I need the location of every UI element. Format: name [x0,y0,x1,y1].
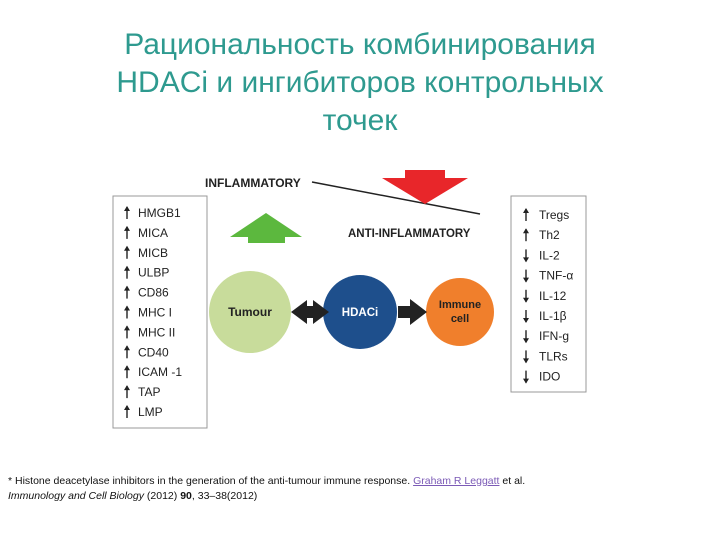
left-marker-item: MICB [138,246,168,260]
hdaci-circle [323,275,397,349]
left-marker-item: MICA [138,226,168,240]
down-arrow-icon [523,289,529,303]
left-marker-item: LMP [138,405,163,419]
immune-label-line2: cell [451,313,469,325]
down-arrow-icon [523,269,529,283]
green-up-arrow [230,213,302,243]
left-marker-item: HMGB1 [138,206,181,220]
right-marker-item: IL-1β [539,309,567,323]
up-arrow-icon [124,225,130,239]
right-marker-item: IFN-g [539,329,569,343]
double-arrow [291,300,329,324]
up-arrow-icon [124,345,130,359]
right-marker-item: Th2 [539,228,560,242]
page-title: Рациональность комбинирования HDACi и ин… [60,26,660,140]
footnote: * Histone deacetylase inhibitors in the … [8,474,708,504]
tumour-label: Tumour [228,305,272,319]
right-marker-item: IL-12 [539,289,567,303]
down-arrow-icon [523,249,529,263]
right-marker-item: TNF-α [539,269,573,283]
title-line-1: Рациональность комбинирования [124,28,596,61]
right-marker-box [510,195,587,393]
up-arrow-icon [124,385,130,399]
immune-label-line1: Immune [439,299,481,311]
immune-cell-circle [426,278,494,346]
tumour-circle [209,271,291,353]
up-arrow-icon [124,305,130,319]
balance-line [311,181,481,215]
left-marker-item: ULBP [138,266,169,280]
down-arrow-icon [523,310,529,323]
journal-name: Immunology and Cell Biology [8,490,144,502]
right-arrow [398,299,427,325]
left-marker-item: CD40 [138,345,169,359]
title-line-2: HDACi и ингибиторов контрольных [116,66,604,99]
left-marker-item: TAP [138,385,160,399]
up-arrow-icon [124,405,130,418]
journal-pages: , 33–38(2012) [191,490,258,502]
up-arrow-icon [124,285,130,299]
up-arrow-icon [523,228,529,242]
author-link[interactable]: Graham R Leggatt [413,475,500,487]
right-marker-item: IDO [539,370,560,384]
down-arrow-icon [523,350,529,364]
up-arrow-icon [124,365,130,379]
left-marker-item: MHC I [138,306,172,320]
up-arrow-icon [124,325,130,339]
up-arrow-icon [124,245,130,259]
hdaci-label: HDACi [342,307,378,319]
up-arrow-icon [124,206,130,219]
journal-volume: 90 [180,490,192,502]
right-marker-item: Tregs [539,208,569,222]
journal-year: (2012) [146,490,178,502]
up-arrow-icon [124,265,130,279]
inflammatory-label: INFLAMMATORY [205,176,301,190]
footnote-et-al: et al. [502,475,526,487]
anti-inflammatory-label: ANTI-INFLAMMATORY [348,228,471,240]
left-marker-box [112,195,208,429]
left-marker-item: MHC II [138,325,175,339]
red-down-arrow [382,170,468,204]
down-arrow-icon [523,370,529,384]
title-line-3: точек [322,104,398,137]
left-marker-item: CD86 [138,286,169,300]
down-arrow-icon [523,330,529,344]
right-marker-item: TLRs [539,349,568,363]
up-arrow-icon [523,208,529,221]
footnote-text: * Histone deacetylase inhibitors in the … [8,475,411,487]
left-marker-item: ICAM -1 [138,365,182,379]
right-marker-item: IL-2 [539,248,560,262]
